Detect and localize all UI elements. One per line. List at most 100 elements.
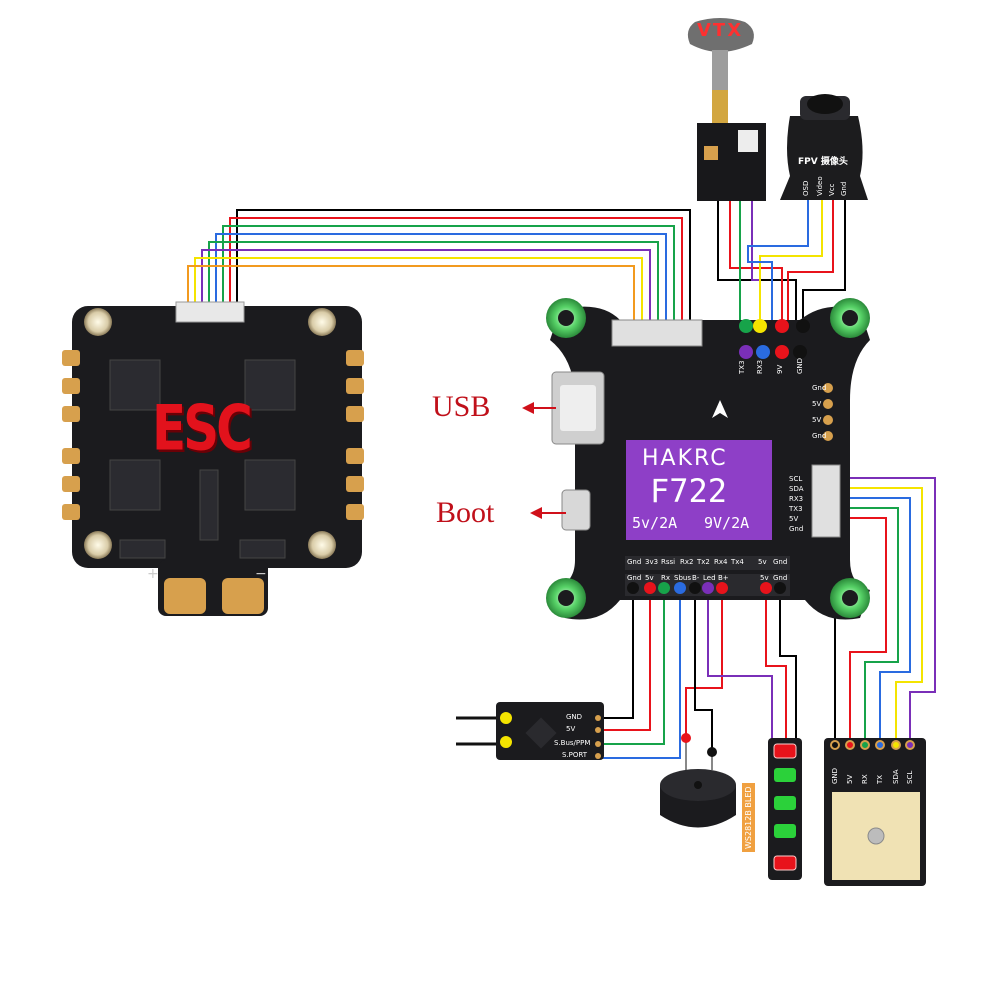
bt-5v: 5v xyxy=(758,558,767,566)
esc-power-pads xyxy=(164,578,264,614)
gps-pin-gnd: GND xyxy=(831,767,839,784)
esc-wire-green2 xyxy=(208,241,659,340)
esc-wire-bundle xyxy=(187,209,691,340)
cam-pin-vcc: Vcc xyxy=(828,183,836,197)
rx-wire-red xyxy=(600,588,651,731)
gps-pin-sda: SDA xyxy=(892,769,900,785)
i2c-tx3: TX3 xyxy=(789,505,803,513)
vtx-wire-red xyxy=(729,195,783,330)
boot-label: Boot xyxy=(436,496,495,529)
rx-pin-5v: 5V xyxy=(566,725,576,733)
boot-button xyxy=(561,489,591,531)
vtx-module xyxy=(687,18,766,201)
bb-rx: Rx xyxy=(661,574,671,582)
boot-arrow xyxy=(530,507,566,519)
bt-gnd: Gnd xyxy=(627,558,642,566)
bt-3v3: 3v3 xyxy=(645,558,659,566)
rx-wire-blue xyxy=(600,588,681,759)
camera-label: FPV 摄像头 xyxy=(798,157,848,167)
bt-rssi: Rssi xyxy=(661,558,676,566)
fc-top-pads xyxy=(739,319,810,359)
buzzer-wire-black xyxy=(694,590,713,752)
cam-wire-black xyxy=(802,195,846,330)
rx-pin-gnd: GND xyxy=(566,713,583,721)
cam-wire-red xyxy=(787,195,834,330)
gps-pin-rx: RX xyxy=(861,774,869,784)
esc-board: − + xyxy=(62,301,364,616)
esc-label: ESC xyxy=(152,392,253,465)
esc-wire-yellow xyxy=(194,257,643,340)
cam-pin-video: Video xyxy=(816,176,824,196)
bt-gnd2: Gnd xyxy=(773,558,788,566)
receiver-module xyxy=(456,702,604,760)
fc-5v-label: 5v/2A xyxy=(632,514,678,532)
vtx-antenna-cap xyxy=(687,18,754,52)
gps-wire-blue xyxy=(820,497,911,742)
esc-connector xyxy=(175,301,245,323)
fc-brand-label: HAKRC xyxy=(642,446,728,471)
bb-sbus: Sbus xyxy=(674,574,691,582)
led-wire-black xyxy=(779,590,797,740)
pad-rx3: RX3 xyxy=(756,359,764,374)
vtx-camera-wires xyxy=(717,195,846,348)
rx-wire-black xyxy=(600,588,634,719)
i2c-rx3: RX3 xyxy=(789,495,804,503)
gps-wire-red xyxy=(820,517,887,742)
buzzer xyxy=(660,733,736,828)
pad-tx3: TX3 xyxy=(738,360,746,374)
esc-mount-holes xyxy=(84,308,336,559)
fc-chip-label xyxy=(626,440,772,540)
pad-left-3: 5V xyxy=(812,416,822,424)
esc-side-pads xyxy=(62,350,364,520)
rx-pin-sport: S.PORT xyxy=(562,751,588,759)
flight-controller-board xyxy=(546,298,870,620)
i2c-sda: SDA xyxy=(789,485,804,493)
esc-wire-purple xyxy=(201,249,651,340)
vtx-label: VTX xyxy=(697,20,744,41)
cam-wire-yellow xyxy=(759,195,823,330)
esc-plus-mark: + xyxy=(147,566,159,582)
usb-arrow xyxy=(522,402,556,414)
pad-left-1: Gnd xyxy=(812,384,827,392)
bt-rx2: Rx2 xyxy=(680,558,694,566)
esc-mosfets xyxy=(109,359,296,559)
i2c-connector xyxy=(811,464,841,538)
gps-pin-5v: 5V xyxy=(846,774,854,784)
bt-tx4: Tx4 xyxy=(731,558,744,566)
bb-5v: 5v xyxy=(645,574,654,582)
fc-bottom-pads xyxy=(625,556,790,596)
pad-left-4: Gnd xyxy=(812,432,827,440)
fc-left-pads xyxy=(823,383,833,441)
i2c-gnd: Gnd xyxy=(789,525,804,533)
fc-arrow-mark xyxy=(712,400,728,418)
i2c-scl: SCL xyxy=(789,475,803,483)
rx-wire-green xyxy=(600,588,665,745)
esc-wire-red xyxy=(229,217,683,340)
pad-left-2: 5V xyxy=(812,400,822,408)
cam-pin-gnd: Gnd xyxy=(840,181,848,196)
gps-pin-scl: SCL xyxy=(906,770,914,784)
bb-gnd: Gnd xyxy=(627,574,642,582)
fpv-camera xyxy=(780,94,868,200)
bb-bminus: B- xyxy=(692,574,700,582)
gps-wire-purple xyxy=(820,477,936,742)
led-label: WS2812B BLED xyxy=(742,783,755,852)
fc-model-label: F722 xyxy=(650,472,728,510)
cam-pin-osd: OSD xyxy=(802,180,810,196)
gps-pin-tx: TX xyxy=(876,774,884,784)
led-strip xyxy=(768,738,802,880)
gps-module xyxy=(824,738,926,886)
gps-wire-yellow xyxy=(820,487,923,742)
cam-wire-blue xyxy=(747,195,809,348)
fc-esc-connector xyxy=(611,319,703,347)
bb-gnd2: Gnd xyxy=(773,574,788,582)
bt-rx4: Rx4 xyxy=(714,558,728,566)
buzzer-wire-red xyxy=(685,590,723,738)
esc-wire-orange xyxy=(187,265,635,340)
led-wire-red xyxy=(765,590,787,740)
vtx-antenna-stem xyxy=(712,50,728,90)
pad-9v: 9V xyxy=(776,364,784,374)
bottom-wires xyxy=(600,588,797,759)
esc-minus-mark: − xyxy=(255,566,267,582)
